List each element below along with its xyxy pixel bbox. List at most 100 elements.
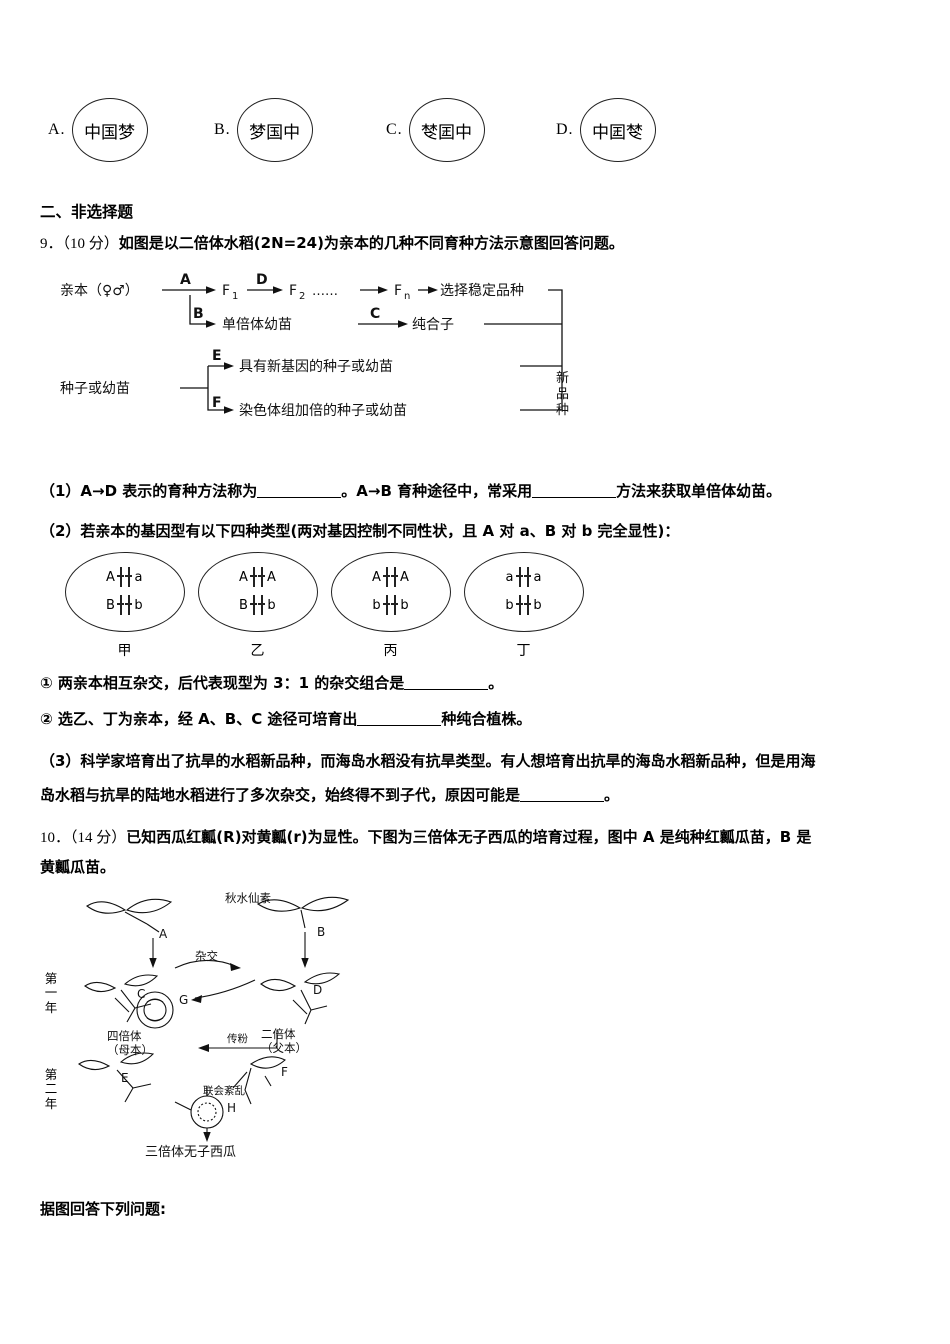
chromosome-bar [516, 567, 523, 587]
choice-circle-d: 梦国中 [579, 98, 656, 162]
choice-circle-c: 中国梦 [408, 98, 485, 162]
allele-jia-t2: a [134, 569, 143, 585]
oval-caption-yi: 乙 [250, 643, 265, 659]
oval-jia-bottom: B b [66, 595, 184, 615]
oval-ding-bottom: b b [465, 595, 583, 615]
oval-jia-top: A a [66, 567, 184, 587]
oval-shape-yi: A A B b [197, 552, 318, 632]
oval-shape-ding: a a b b [463, 552, 584, 632]
diagram1-label-f: F [212, 395, 222, 411]
chromosome-bar [258, 595, 265, 615]
diagram2-result: 三倍体无子西瓜 [145, 1145, 236, 1160]
diagram1-select-stable: 选择稳定品种 [440, 283, 524, 299]
chromosome-bar [516, 595, 523, 615]
oval-yi-top: A A [199, 567, 317, 587]
choice-option-b[interactable]: B. 梦国中 [214, 98, 313, 162]
genotype-oval-yi: A A B b 乙 [195, 552, 320, 660]
chromosome-bar [117, 567, 124, 587]
choice-circle-a: 中国梦 [71, 98, 148, 162]
choice-text-b: 梦国中 [249, 122, 301, 143]
diagram2-pollen: 传粉 [227, 1032, 248, 1045]
diagram2-label-g: G [179, 993, 188, 1007]
diagram2-year1-label: 第一年 [42, 971, 60, 1015]
q9-blank-5[interactable] [520, 787, 605, 802]
diagram2-label-f: F [281, 1065, 288, 1079]
oval-shape-jia: A a B b [64, 552, 185, 632]
watermelon-breeding-diagram: 秋水仙素 杂交 A B C D G E F H 四倍体 （母本） 二倍体 （父本… [55, 880, 475, 1160]
choice-label-c: C. [386, 121, 403, 138]
oval-bing-top: A A [332, 567, 450, 587]
diagram2-year2-label: 第二年 [42, 1067, 60, 1111]
chromosome-bar [258, 567, 265, 587]
choice-option-a[interactable]: A. 中国梦 [48, 98, 148, 162]
diagram1-label-a: A [180, 272, 191, 288]
diagram2-colchicine: 秋水仙素 [225, 891, 271, 905]
diagram1-fn: F [394, 283, 402, 299]
q9-part2: （2）若亲本的基因型有以下四种类型(两对基因控制不同性状，且 A 对 a、B 对… [40, 522, 680, 540]
oval-shape-bing: A A b b [330, 552, 451, 632]
diagram2-label-h: H [227, 1101, 236, 1115]
choice-circle-b: 梦国中 [236, 98, 313, 162]
q9-stem-text: 如图是以二倍体水稻(2N=24)为亲本的几种不同育种方法示意图回答问题。 [118, 234, 624, 252]
diagram1-label-c: C [370, 306, 380, 322]
chromosome-bar [250, 595, 257, 615]
allele-yi-t2: A [267, 569, 276, 585]
oval-caption-bing: 丙 [383, 643, 398, 659]
diagram2-diploid-1: 二倍体 [261, 1027, 296, 1041]
chromosome-bar [391, 595, 398, 615]
diagram1-label-b: B [193, 306, 204, 322]
q9-blank-1[interactable] [257, 483, 342, 498]
allele-yi-t1: A [239, 569, 248, 585]
q9-part3-line2: 岛水稻与抗旱的陆地水稻进行了多次杂交，始终得不到子代，原因可能是。 [40, 782, 920, 808]
allele-ding-t2: a [533, 569, 542, 585]
diagram1-doubling: 染色体组加倍的种子或幼苗 [239, 402, 407, 419]
choice-text-d: 梦国中 [592, 122, 644, 143]
diagram1-f2: F [289, 283, 297, 299]
q10-stem-line2: 黄瓤瓜苗。 [40, 858, 116, 876]
diagram1-new-gene: 具有新基因的种子或幼苗 [239, 358, 393, 375]
question-10-stem: 10．（14 分）已知西瓜红瓤(R)对黄瓤(r)为显性。下图为三倍体无子西瓜的培… [40, 824, 930, 851]
q9-number: 9． [40, 236, 63, 252]
allele-ding-t1: a [505, 569, 514, 585]
genotype-oval-ding: a a b b 丁 [461, 552, 586, 660]
diagram2-label-e: E [121, 1071, 129, 1085]
question-9-stem: 9．（10 分）如图是以二倍体水稻(2N=24)为亲本的几种不同育种方法示意图回… [40, 232, 624, 253]
diagram2-tetraploid-1: 四倍体 [107, 1029, 142, 1043]
diagram2-label-c: C [137, 987, 145, 1001]
diagram1-haploid: 单倍体幼苗 [222, 317, 292, 333]
choice-label-d: D. [556, 121, 574, 138]
q9-blank-3[interactable] [404, 675, 489, 690]
genotype-oval-jia: A a B b 甲 [62, 552, 187, 660]
diagram1-new-variety-1: 新 [556, 370, 569, 386]
q9-blank-4[interactable] [357, 711, 442, 726]
choice-label-a: A. [48, 121, 66, 138]
choice-option-d[interactable]: D. 梦国中 [556, 98, 656, 162]
choice-option-c[interactable]: C. 中国梦 [386, 98, 485, 162]
year1-text: 第一年 [44, 971, 58, 1015]
diagram2-tetraploid-2: （母本） [107, 1043, 153, 1057]
chromosome-bar [125, 567, 132, 587]
diagram1-dots: …… [312, 284, 338, 299]
q10-number: 10． [40, 830, 71, 846]
choice-row: A. 中国梦 B. 梦国中 C. 中国梦 D. 梦国中 [48, 98, 688, 170]
q9-blank-2[interactable] [532, 483, 617, 498]
diagram2-label-b: B [317, 925, 325, 939]
section-heading: 二、非选择题 [40, 203, 134, 221]
oval-ding-top: a a [465, 567, 583, 587]
q9-part1-c: 方法来获取单倍体幼苗。 [616, 482, 782, 500]
diagram1-parent: 亲本（♀♂） [60, 283, 139, 299]
chromosome-bar [391, 567, 398, 587]
diagram1-new-variety-3: 种 [556, 403, 569, 418]
q9-sub1-text: ① 两亲本相互杂交，后代表现型为 3：1 的杂交组合是 [40, 674, 405, 692]
q10-stem-line1: 已知西瓜红瓤(R)对黄瓤(r)为显性。下图为三倍体无子西瓜的培育过程，图中 A … [126, 828, 812, 846]
q9-score: （10 分） [62, 236, 119, 252]
q9-part1-a: （1）A→D 表示的育种方法称为 [40, 482, 258, 500]
q10-score: （14 分） [70, 830, 127, 846]
diagram2-label-a: A [159, 927, 168, 941]
year2-text: 第二年 [44, 1067, 58, 1111]
choice-text-c: 中国梦 [421, 122, 473, 143]
diagram2-label-d: D [313, 983, 322, 997]
q9-sub1: ① 两亲本相互杂交，后代表现型为 3：1 的杂交组合是。 [40, 670, 503, 696]
